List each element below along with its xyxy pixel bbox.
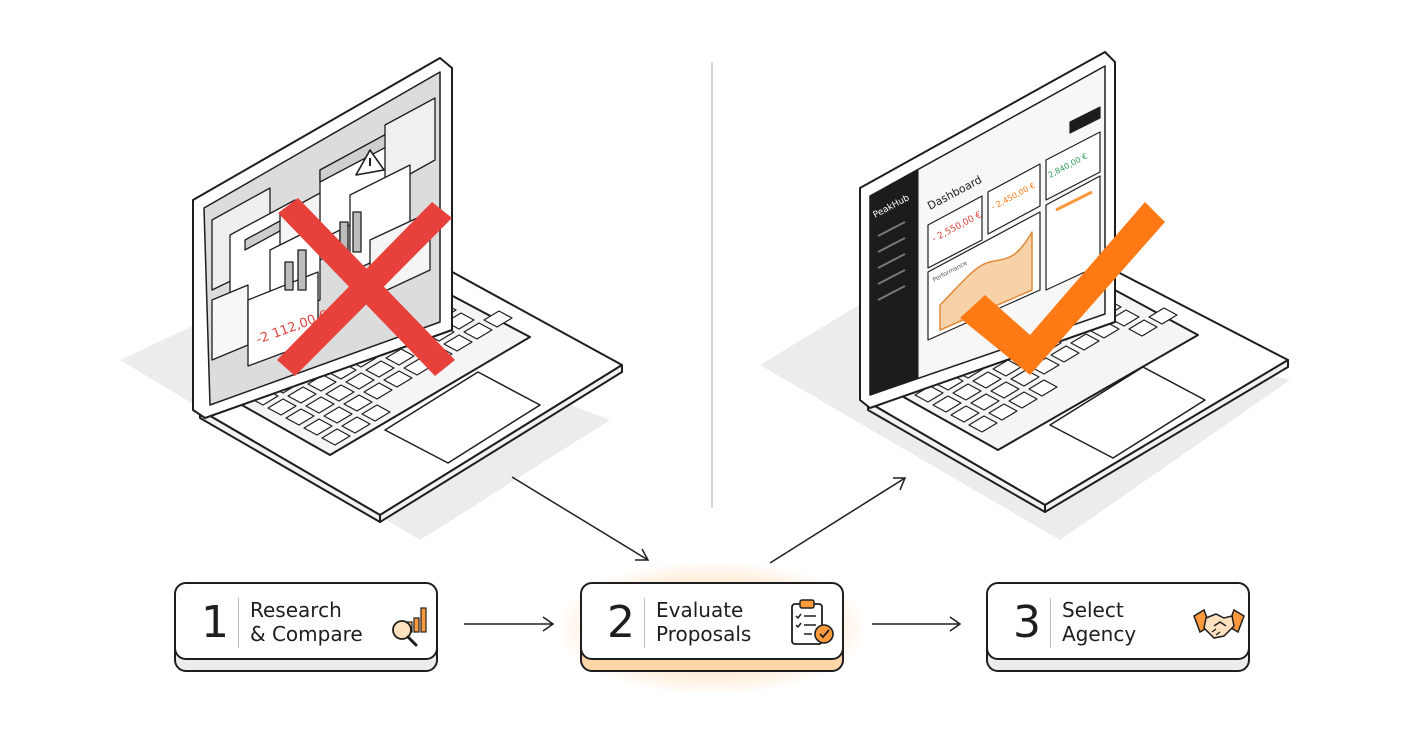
magnifier-chart-icon [392, 607, 427, 647]
step-card-face: 2 Evaluate Proposals [580, 582, 844, 660]
trackpad-right [1049, 366, 1206, 459]
trackpad-left [384, 371, 541, 464]
clipboard-check-icon [791, 599, 834, 645]
arrow-laptop-to-step-2 [511, 476, 649, 561]
check-mark-icon [960, 202, 1165, 375]
step-divider [238, 598, 239, 648]
step-divider [1050, 598, 1051, 648]
step-label-line-1: Research [250, 598, 342, 622]
step-label: Research & Compare [250, 598, 380, 646]
step-card-face: 3 Select Agency [986, 582, 1250, 660]
step-label: Select Agency [1062, 598, 1192, 646]
step-card-3[interactable]: 3 Select Agency [986, 582, 1252, 672]
step-label: Evaluate Proposals [656, 598, 786, 646]
step-label-line-1: Select [1062, 598, 1124, 622]
step-label-line-2: Agency [1062, 622, 1137, 646]
step-label-line-2: Proposals [656, 622, 752, 646]
step-card-1[interactable]: 1 Research & Compare [174, 582, 440, 672]
arrow-step-2-to-laptop [769, 477, 906, 564]
step-card-2[interactable]: 2 Evaluate Proposals [562, 564, 862, 692]
handshake-icon [1193, 608, 1245, 639]
step-number: 1 [201, 597, 229, 648]
dashboard-sidebar [869, 169, 919, 396]
laptop-right: PeakHub Dashboard - 2,550,00 € - 2,450,0… [760, 51, 1290, 540]
dashboard-area-chart [939, 231, 1033, 331]
flow-arrows [464, 476, 962, 632]
step-number: 2 [607, 597, 635, 648]
step-number: 3 [1013, 597, 1041, 648]
step-label-line-2: & Compare [250, 622, 363, 646]
step-divider [644, 598, 645, 648]
cross-mark-icon [277, 198, 455, 376]
step-card-face: 1 Research & Compare [174, 582, 438, 660]
step-label-line-1: Evaluate [656, 598, 744, 622]
